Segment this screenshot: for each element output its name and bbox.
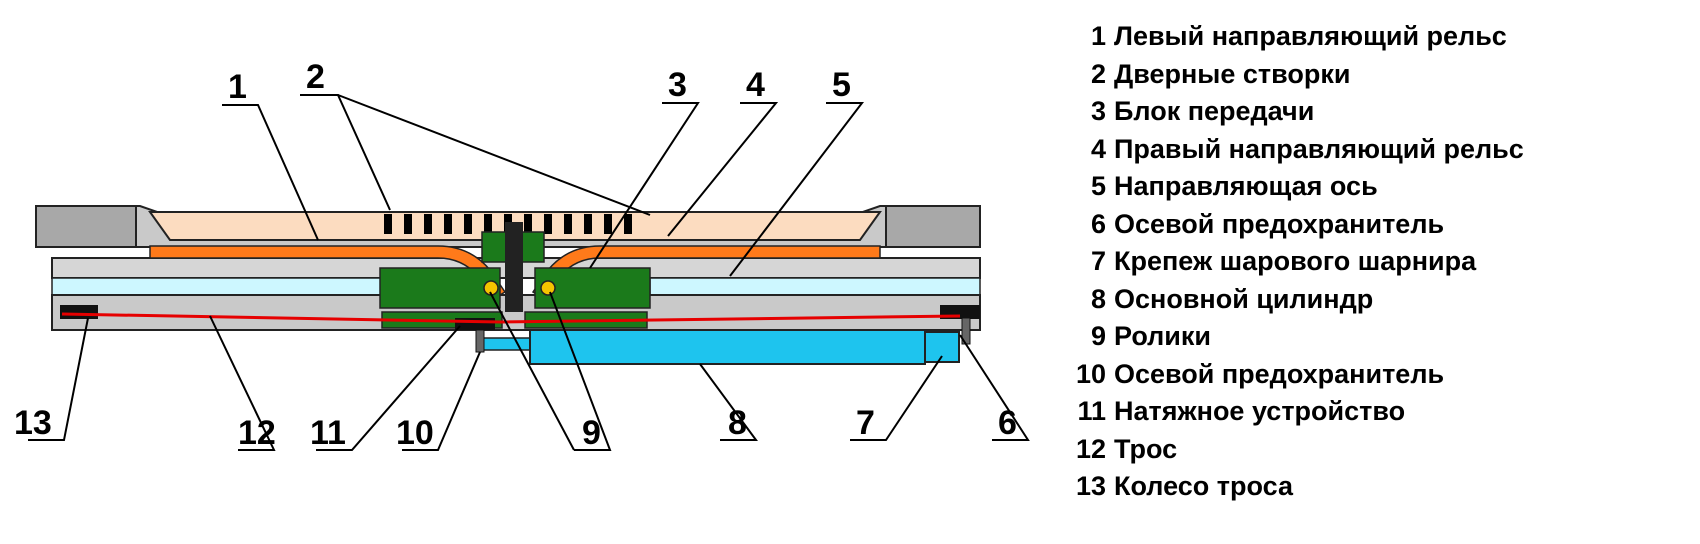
legend-label: Осевой предохранитель — [1114, 208, 1445, 239]
cable — [61, 312, 961, 324]
legend-label: Колесо троса — [1114, 471, 1293, 501]
callout-7: 7 — [856, 404, 875, 442]
legend-item: 4 Правый направляющий рельс — [1068, 131, 1524, 169]
legend-num: 10 — [1075, 358, 1106, 389]
guide-axis-right — [649, 277, 981, 296]
callout-12: 12 — [238, 414, 276, 452]
legend-label: Осевой предохранитель — [1114, 358, 1445, 389]
guide-axis-left — [51, 277, 383, 296]
legend-num: 5 — [1090, 171, 1106, 201]
legend-label: Блок передачи — [1114, 96, 1315, 126]
legend-item: 10 Осевой предохранитель — [1068, 356, 1524, 394]
callout-8: 8 — [728, 404, 747, 442]
callout-11: 11 — [310, 414, 346, 452]
callout-4: 4 — [746, 66, 765, 104]
callout-6: 6 — [998, 404, 1017, 442]
legend-label: Дверные створки — [1114, 58, 1351, 89]
left-axial-lock — [475, 329, 485, 353]
legend-item: 12 Трос — [1068, 431, 1524, 469]
roller-right — [540, 280, 556, 296]
legend: 1 Левый направляющий рельс 2 Дверные створ… — [1068, 18, 1524, 506]
legend-num: 13 — [1075, 471, 1106, 501]
left-end-block — [35, 205, 137, 248]
transfer-block-left — [379, 267, 501, 309]
legend-item: 3 Блок передачи — [1068, 93, 1524, 131]
legend-item: 1 Левый направляющий рельс — [1068, 18, 1524, 56]
main-cylinder — [529, 329, 926, 365]
legend-label: Левый направляющий рельс — [1114, 21, 1507, 51]
callout-9: 9 — [582, 414, 601, 452]
legend-item: 2 Дверные створки — [1068, 56, 1524, 94]
legend-num: 6 — [1090, 208, 1106, 239]
callout-5: 5 — [832, 66, 851, 104]
legend-num: 12 — [1075, 433, 1106, 464]
legend-label: Основной цилиндр — [1114, 283, 1374, 314]
legend-num: 7 — [1090, 246, 1106, 276]
left-cable-wheel — [60, 305, 98, 319]
door-slots — [384, 214, 632, 234]
callout-3: 3 — [668, 66, 687, 104]
legend-item: 13 Колесо троса — [1068, 468, 1524, 506]
legend-label: Ролики — [1114, 321, 1212, 351]
callout-1: 1 — [228, 68, 247, 106]
callout-numbers: 1 2 3 4 5 6 7 8 9 10 11 12 13 — [14, 58, 1017, 452]
legend-num: 1 — [1090, 21, 1106, 51]
legend-num: 8 — [1090, 283, 1106, 314]
legend-label: Правый направляющий рельс — [1114, 133, 1524, 164]
legend-item: 6 Осевой предохранитель — [1068, 206, 1524, 244]
callout-10: 10 — [396, 414, 434, 452]
callout-13: 13 — [14, 404, 52, 442]
legend-label: Натяжное устройство — [1114, 396, 1406, 426]
callout-2: 2 — [306, 58, 325, 96]
legend-num: 4 — [1090, 133, 1106, 164]
cylinder-rod — [477, 337, 531, 351]
door-mechanism-diagram: 1 2 3 4 5 6 7 8 9 10 11 12 13 — [14, 58, 1030, 452]
legend-label: Трос — [1114, 433, 1178, 464]
legend-num: 9 — [1090, 321, 1106, 351]
legend-item: 11 Натяжное устройство — [1068, 393, 1524, 431]
legend-num: 3 — [1090, 96, 1106, 126]
legend-num: 11 — [1077, 396, 1106, 426]
legend-item: 8 Основной цилиндр — [1068, 281, 1524, 319]
center-post — [505, 222, 523, 312]
legend-num: 2 — [1090, 58, 1106, 89]
legend-label: Направляющая ось — [1114, 171, 1378, 201]
right-end-block — [885, 205, 981, 248]
legend-item: 5 Направляющая ось — [1068, 168, 1524, 206]
legend-item: 7 Крепеж шарового шарнира — [1068, 243, 1524, 281]
leader-lines — [28, 94, 1030, 451]
legend-item: 9 Ролики — [1068, 318, 1524, 356]
legend-label: Крепеж шарового шарнира — [1114, 246, 1477, 276]
